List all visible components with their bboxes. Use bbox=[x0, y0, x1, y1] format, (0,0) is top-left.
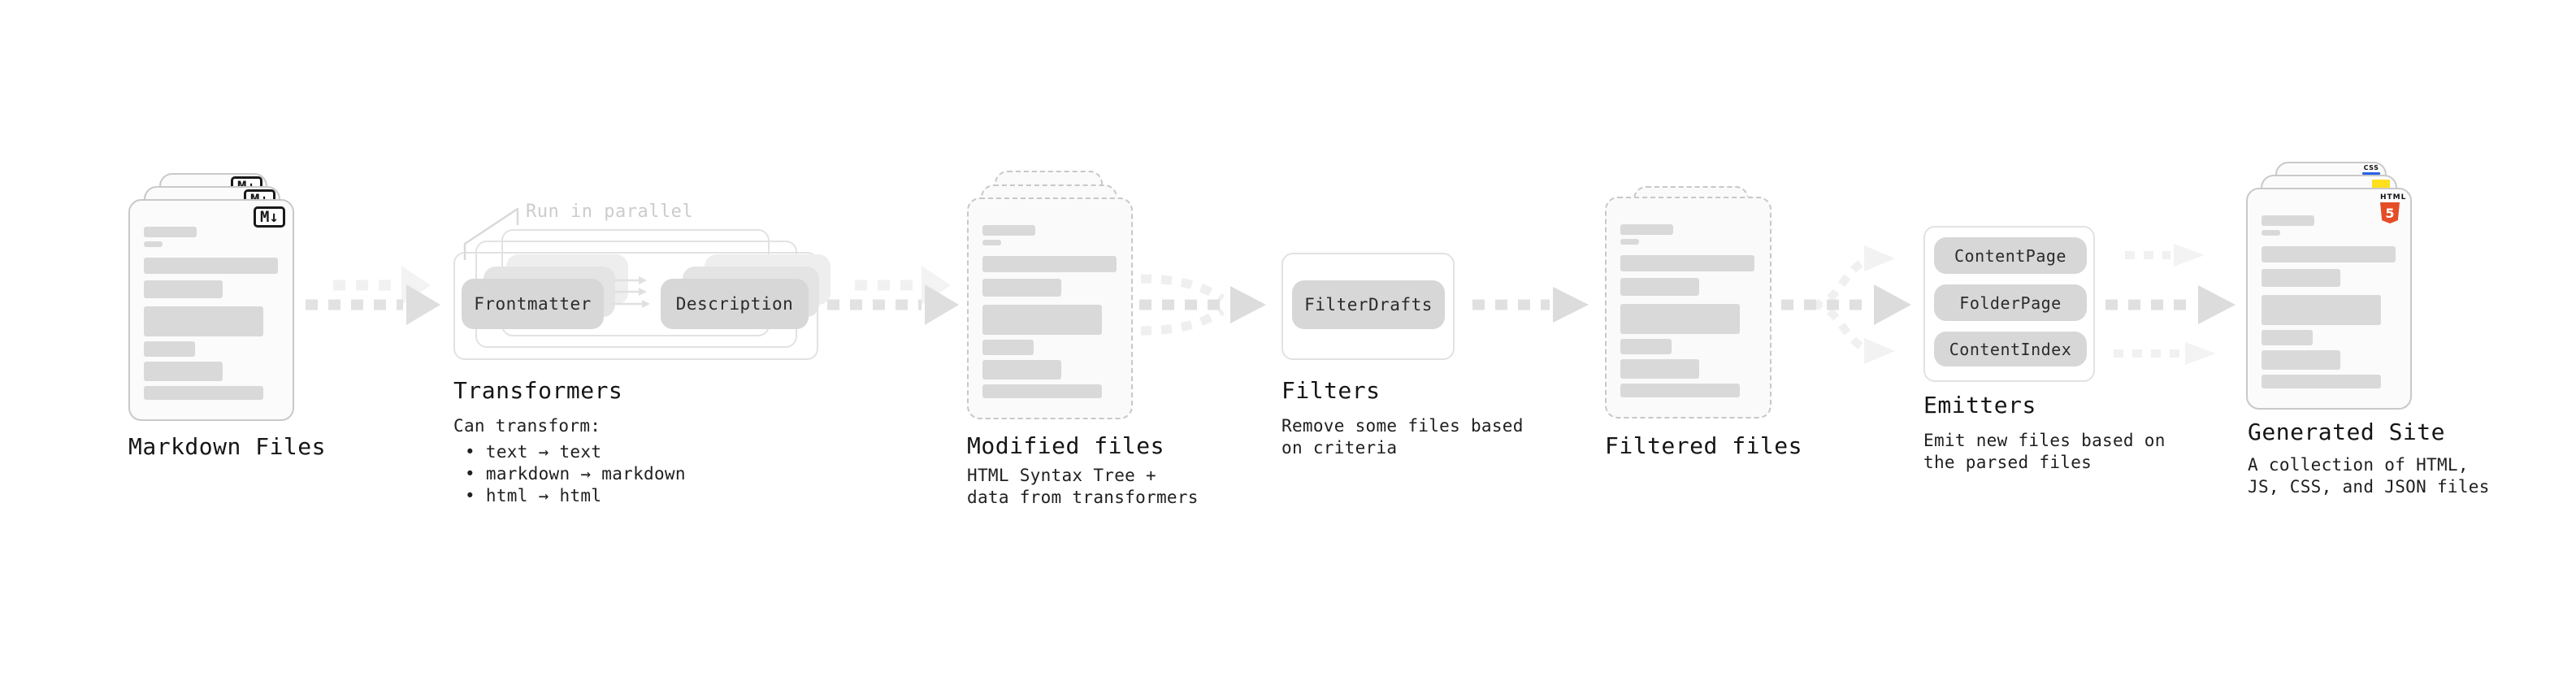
content-bar bbox=[982, 279, 1061, 297]
content-bar bbox=[982, 384, 1102, 398]
content-bar bbox=[1620, 384, 1740, 397]
document-card-front: HTML 5 bbox=[2246, 188, 2412, 410]
content-bar bbox=[1620, 359, 1699, 379]
content-bar bbox=[144, 280, 223, 298]
transformers-desc-heading: Can transform: bbox=[453, 416, 601, 436]
content-bar bbox=[1620, 255, 1754, 271]
run-in-parallel-leader-line bbox=[463, 207, 519, 260]
content-bar bbox=[144, 386, 263, 400]
js-badge bbox=[2372, 180, 2390, 189]
transformers-bullet: • html → html bbox=[465, 486, 602, 505]
content-bar bbox=[144, 341, 195, 357]
stage-label-markdown-files: Markdown Files bbox=[128, 433, 327, 460]
html5-badge-word: HTML bbox=[2380, 193, 2407, 202]
node-description: Description bbox=[661, 279, 809, 329]
transformers-bullet: • markdown → markdown bbox=[465, 464, 686, 484]
content-bar bbox=[2262, 330, 2313, 345]
content-bar bbox=[2262, 295, 2381, 325]
document-card-front bbox=[1605, 197, 1772, 419]
content-bar bbox=[1620, 304, 1740, 334]
emitters-desc: Emit new files based on the parsed files bbox=[1923, 431, 2166, 472]
arrow-transformers-to-modified bbox=[827, 266, 959, 325]
content-bar bbox=[144, 306, 263, 336]
arrow-emitters-to-generated bbox=[2105, 244, 2236, 365]
node-frontmatter: Frontmatter bbox=[462, 279, 604, 329]
content-bar bbox=[2262, 350, 2340, 370]
content-bar bbox=[2262, 246, 2396, 262]
arrow-markdown-to-transformers bbox=[306, 266, 440, 325]
document-card-front bbox=[967, 197, 1133, 419]
content-bar bbox=[982, 305, 1102, 335]
content-bar bbox=[1620, 239, 1639, 245]
node-contentindex: ContentIndex bbox=[1934, 332, 2087, 367]
modified-files-desc: HTML Syntax Tree + data from transformer… bbox=[967, 466, 1199, 507]
content-bar bbox=[982, 340, 1034, 355]
content-bar bbox=[982, 240, 1001, 245]
generated-site-desc: A collection of HTML, JS, CSS, and JSON … bbox=[2248, 455, 2490, 497]
content-bar bbox=[982, 225, 1035, 236]
content-bar bbox=[144, 227, 197, 237]
html5-badge-number: 5 bbox=[2385, 205, 2395, 221]
stage-label-generated-site: Generated Site bbox=[2248, 419, 2446, 445]
content-bar bbox=[982, 256, 1117, 272]
content-bar bbox=[2262, 269, 2340, 287]
html5-shield-icon: 5 bbox=[2380, 202, 2400, 223]
markdown-badge-icon: M↓ bbox=[254, 206, 285, 228]
html5-badge: HTML 5 bbox=[2380, 193, 2407, 223]
filters-desc: Remove some files based on criteria bbox=[1281, 416, 1524, 458]
content-bar bbox=[2262, 215, 2314, 226]
arrow-filters-to-filtered bbox=[1472, 287, 1589, 323]
content-bar bbox=[2262, 230, 2280, 236]
stage-label-modified-files: Modified files bbox=[967, 432, 1165, 459]
document-card-front: M↓ bbox=[128, 199, 294, 421]
node-folderpage: FolderPage bbox=[1934, 284, 2087, 321]
content-bar bbox=[1620, 339, 1672, 354]
node-filterdrafts: FilterDrafts bbox=[1292, 280, 1445, 329]
run-in-parallel-note: Run in parallel bbox=[526, 202, 694, 222]
stage-label-filtered-files: Filtered files bbox=[1605, 432, 1803, 459]
content-bar bbox=[2262, 375, 2381, 388]
css-badge: CSS bbox=[2362, 165, 2380, 175]
transformers-bullet: • text → text bbox=[465, 442, 602, 462]
css-badge-label: CSS bbox=[2363, 164, 2379, 171]
content-bar bbox=[1620, 278, 1699, 296]
content-bar bbox=[982, 360, 1061, 380]
arrow-filtered-to-emitters bbox=[1781, 245, 1911, 364]
arrow-frontmatter-to-description bbox=[609, 276, 650, 308]
content-bar bbox=[144, 258, 278, 274]
stage-label-filters: Filters bbox=[1281, 377, 1381, 404]
node-contentpage: ContentPage bbox=[1934, 237, 2087, 274]
arrow-modified-to-filters bbox=[1139, 274, 1266, 336]
stage-label-emitters: Emitters bbox=[1923, 392, 2036, 419]
stage-label-transformers: Transformers bbox=[453, 377, 623, 404]
css-badge-underline bbox=[2362, 172, 2380, 175]
content-bar bbox=[144, 241, 163, 247]
content-bar bbox=[144, 362, 223, 381]
content-bar bbox=[1620, 224, 1673, 235]
